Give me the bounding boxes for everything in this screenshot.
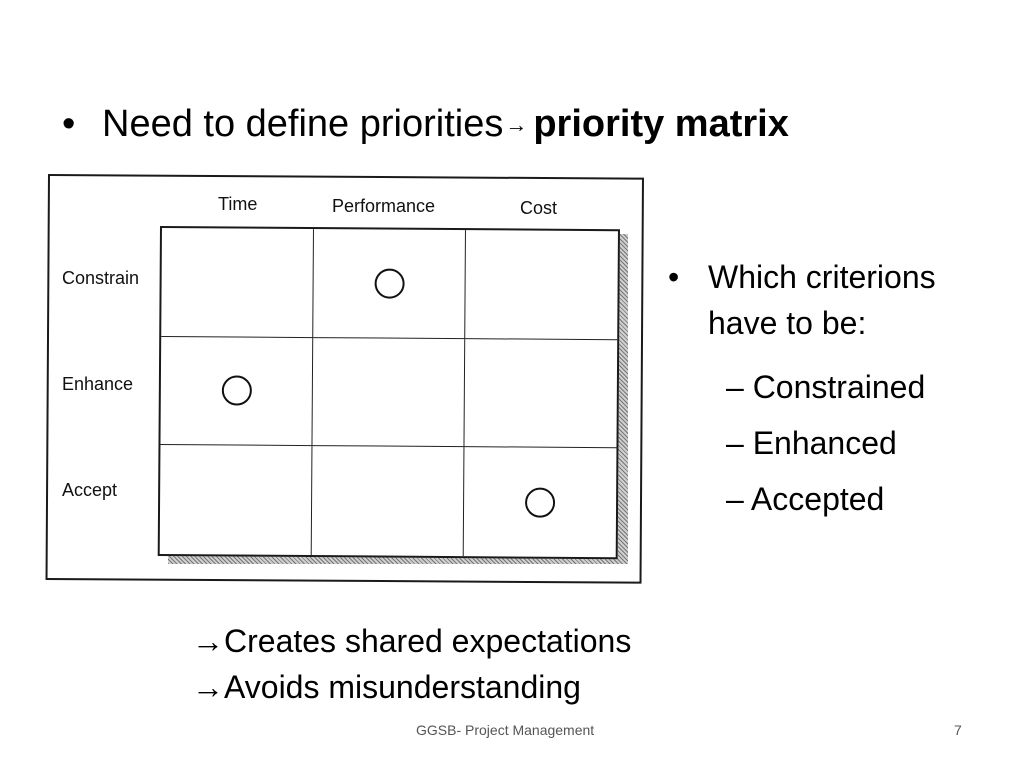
column-label-time: Time [218,194,258,214]
column-label-performance: Performance [332,196,436,216]
criteria-item-accepted: – Accepted [726,481,885,517]
footer-title: GGSB- Project Management [416,722,595,738]
title-text: Need to define priorities [102,103,504,145]
cell-constrain-time [161,228,314,338]
criteria-item-constrained: – Constrained [726,369,926,405]
cell-accept-cost [464,447,617,557]
conclusion-avoids-misunderstanding: →Avoids misunderstanding [192,669,581,705]
criteria-item-enhanced: – Enhanced [726,425,897,461]
column-label-cost: Cost [520,198,558,218]
cell-enhance-performance [312,337,466,448]
title-bullet: • [62,103,76,145]
cell-accept-performance [311,446,465,557]
selection-circle-icon [374,268,405,299]
conclusions: →Creates shared expectations →Avoids mis… [192,618,631,710]
cell-accept-time [159,445,313,556]
selection-circle-icon [524,487,556,518]
slide-title: • Need to define priorities→priority matr… [62,98,789,151]
cell-constrain-performance [313,229,466,339]
page-number: 7 [954,722,962,738]
cell-enhance-cost [464,338,618,449]
cell-enhance-time [160,336,314,447]
row-label-enhance: Enhance [62,374,134,394]
title-arrow: → [505,112,528,137]
selection-circle-icon [221,375,252,407]
priority-matrix-figure: Time Performance Cost Constrain Enhance … [44,172,644,584]
criteria-lead: Which criterions have to be: [708,259,936,341]
criteria-bullet: • [668,259,680,295]
row-label-accept: Accept [62,480,118,500]
title-emphasis: priority matrix [533,103,789,145]
conclusion-shared-expectations: →Creates shared expectations [192,623,632,659]
cell-constrain-cost [465,230,618,340]
matrix-grid [157,226,620,560]
row-label-constrain: Constrain [62,268,140,288]
